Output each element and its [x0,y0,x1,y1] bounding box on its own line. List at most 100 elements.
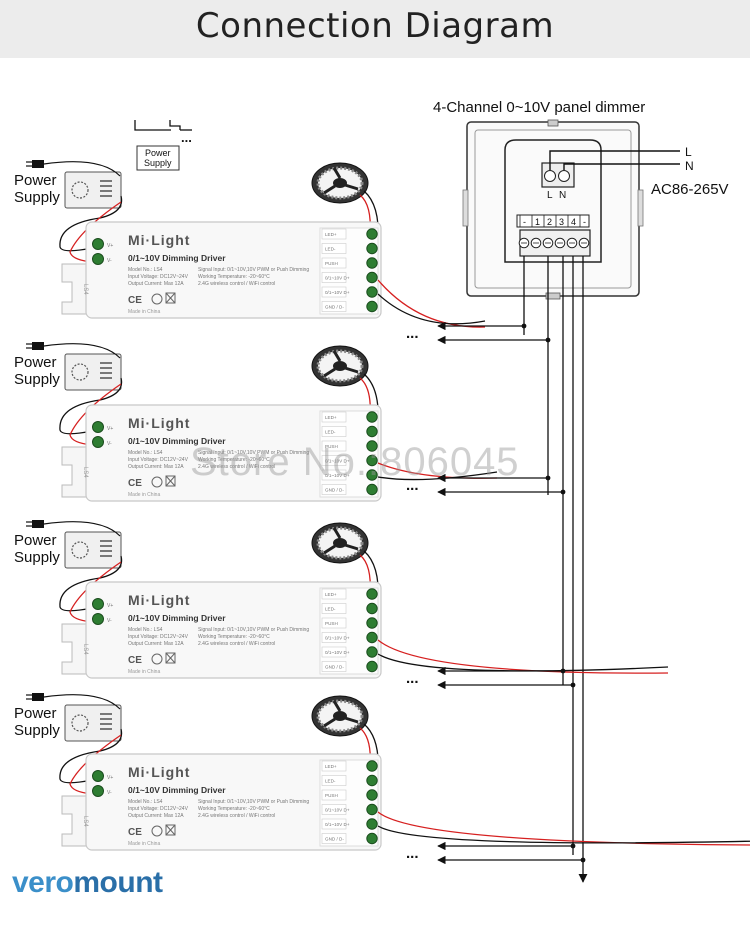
svg-text:4: 4 [571,217,576,227]
svg-text:Power: Power [145,148,171,158]
svg-text:Signal Input: 0/1~10V,10V PWM: Signal Input: 0/1~10V,10V PWM or Push Di… [198,627,309,633]
svg-text:V-: V- [107,258,112,264]
svg-text:LED-: LED- [325,607,336,612]
svg-text:0/1~10V D+: 0/1~10V D+ [325,636,350,641]
dim-wire-red [377,639,669,674]
svg-text:V+: V+ [107,775,113,781]
svg-text:Output Current: Max 12A: Output Current: Max 12A [128,813,184,819]
svg-text:Supply: Supply [14,549,60,566]
svg-text:Output Current: Max 12A: Output Current: Max 12A [128,641,184,647]
svg-text:LED-: LED- [325,247,336,252]
output-terminal-0 [366,588,378,600]
svg-text:Power: Power [14,705,57,722]
svg-text:Made in China: Made in China [128,492,160,498]
svg-text:Power: Power [14,354,57,371]
output-terminal-1 [366,242,378,255]
svg-text:2.4G wireless control / WiFi c: 2.4G wireless control / WiFi control [198,464,275,470]
svg-text:N: N [559,190,566,201]
output-terminal-2 [366,617,378,629]
output-terminal-3 [366,271,378,284]
output-terminal-3 [366,803,378,816]
svg-text:LED+: LED+ [325,592,337,597]
svg-text:...: ... [406,325,419,342]
output-terminal-2 [366,257,378,269]
panel-label: 4-Channel 0~10V panel dimmer [433,99,645,116]
control-bus-wires [523,256,588,883]
svg-text:1: 1 [535,217,540,227]
svg-text:GND / D-: GND / D- [325,305,344,310]
led-strip-reel [311,345,379,424]
svg-text:...: ... [406,845,419,862]
svg-text:CE: CE [128,655,142,666]
svg-text:2: 2 [547,217,552,227]
svg-text:LED+: LED+ [325,232,337,237]
svg-text:0/1~10V Dimming Driver: 0/1~10V Dimming Driver [128,613,226,623]
store-watermark: Store No.:806045 [190,440,520,484]
svg-text:0/1~10V D+: 0/1~10V D+ [325,290,350,295]
svg-text:Model No.: LS4: Model No.: LS4 [128,450,163,456]
extra-power-supply: ... Power Supply [134,120,192,171]
output-terminal-5 [366,832,378,845]
svg-text:...: ... [406,670,419,687]
dim-wire-red [377,811,750,846]
svg-text:GND / D-: GND / D- [325,837,344,842]
svg-text:V+: V+ [107,426,113,432]
led-strip-reel [311,522,379,601]
panel-frame [466,121,640,297]
svg-text:Signal Input: 0/1~10V,10V PWM: Signal Input: 0/1~10V,10V PWM or Push Di… [198,267,309,273]
svg-text:Made in China: Made in China [128,841,160,847]
svg-text:Power: Power [14,532,57,549]
channel-screw-5 [578,237,590,249]
svg-text:-: - [523,217,526,227]
svg-text:Made in China: Made in China [128,669,160,675]
svg-text:...: ... [181,130,192,145]
svg-text:CE: CE [128,295,142,306]
output-terminal-5 [366,660,378,673]
output-terminal-4 [366,818,378,830]
svg-text:0/1~10V Dimming Driver: 0/1~10V Dimming Driver [128,253,226,263]
output-terminal-4 [366,469,378,481]
svg-text:Input Voltage: DC12V~24V: Input Voltage: DC12V~24V [128,274,189,280]
svg-text:V-: V- [107,441,112,447]
output-terminal-1 [366,602,378,615]
brand-logo: veromount [12,866,163,899]
svg-text:2.4G wireless control / WiFi c: 2.4G wireless control / WiFi control [198,281,275,287]
dim-wire-black [377,653,669,672]
svg-text:Output Current: Max 12A: Output Current: Max 12A [128,281,184,287]
channel-screw-1 [530,237,542,249]
svg-text:Working Temperature: -20~60°C: Working Temperature: -20~60°C [198,806,270,812]
svg-text:Model No.: LS4: Model No.: LS4 [128,799,163,805]
output-terminal-5 [366,300,378,313]
svg-text:Mi·Light: Mi·Light [128,764,190,780]
svg-text:LED-: LED- [325,430,336,435]
svg-text:0/1~10V D+: 0/1~10V D+ [325,459,350,464]
svg-text:V+: V+ [107,243,113,249]
svg-text:LED+: LED+ [325,764,337,769]
output-terminal-0 [366,228,378,240]
svg-text:2.4G wireless control / WiFi c: 2.4G wireless control / WiFi control [198,641,275,647]
svg-text:Supply: Supply [14,722,60,739]
svg-text:Input Voltage: DC12V~24V: Input Voltage: DC12V~24V [128,806,189,812]
output-terminal-3 [366,631,378,644]
svg-text:...: ... [406,477,419,494]
svg-text:Mi·Light: Mi·Light [128,592,190,608]
svg-text:LS4: LS4 [82,644,88,655]
svg-text:V-: V- [107,618,112,624]
svg-text:Model No.: LS4: Model No.: LS4 [128,627,163,633]
page-title: Connection Diagram [195,6,555,46]
svg-text:LS4: LS4 [82,467,88,478]
svg-text:Mi·Light: Mi·Light [128,232,190,248]
svg-text:2.4G wireless control / WiFi c: 2.4G wireless control / WiFi control [198,813,275,819]
